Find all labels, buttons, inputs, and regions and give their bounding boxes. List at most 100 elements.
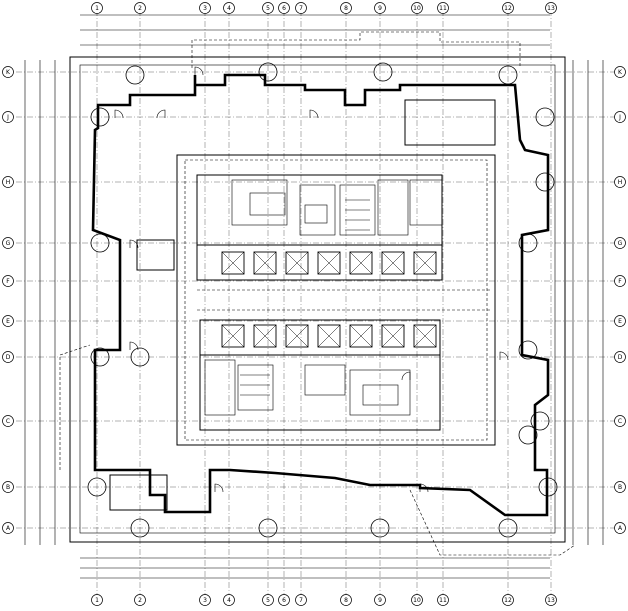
row-axis-bubble: G xyxy=(614,237,626,249)
row-axis-bubble: E xyxy=(614,315,626,327)
row-axis-label: E xyxy=(6,318,10,325)
door-swing xyxy=(419,483,429,493)
column-axis-label: 12 xyxy=(504,5,512,12)
door-swing xyxy=(309,109,319,119)
column-circle xyxy=(258,518,278,538)
column-axis-bubble: 7 xyxy=(295,2,307,14)
column-axis-label: 11 xyxy=(439,597,447,604)
column-circle xyxy=(535,107,555,127)
column-axis-bubble: 7 xyxy=(295,594,307,606)
row-axis-bubble: G xyxy=(2,237,14,249)
column-axis-label: 9 xyxy=(378,597,382,604)
column-circle xyxy=(258,62,278,82)
elevator-car xyxy=(285,251,309,275)
elevator-car xyxy=(317,251,341,275)
row-axis-label: A xyxy=(6,525,11,532)
row-axis-bubble: F xyxy=(614,275,626,287)
column-axis-bubble: 3 xyxy=(199,594,211,606)
row-axis-bubble: H xyxy=(614,176,626,188)
row-axis-label: D xyxy=(618,354,623,361)
core-outline xyxy=(176,154,496,446)
dashed-setback-line-right xyxy=(409,489,576,556)
elevator-car xyxy=(221,251,245,275)
row-axis-label: F xyxy=(6,278,10,285)
elevator-car xyxy=(381,324,405,348)
column-circle xyxy=(538,477,558,497)
row-axis-bubble: E xyxy=(2,315,14,327)
elevator-car xyxy=(221,324,245,348)
room-left-lower xyxy=(109,474,168,511)
row-axis-bubble: D xyxy=(2,351,14,363)
column-axis-bubble: 9 xyxy=(374,2,386,14)
door-swing xyxy=(114,109,124,119)
core-outline-dashed xyxy=(184,159,488,441)
row-axis-bubble: K xyxy=(614,66,626,78)
row-axis-label: J xyxy=(6,114,9,121)
column-circle xyxy=(498,65,518,85)
column-axis-label: 6 xyxy=(282,5,286,12)
column-axis-label: 8 xyxy=(344,597,348,604)
column-axis-bubble: 6 xyxy=(278,2,290,14)
row-axis-bubble: K xyxy=(2,66,14,78)
column-axis-label: 10 xyxy=(413,5,421,12)
row-axis-label: B xyxy=(618,484,622,491)
upper-core-block xyxy=(196,174,443,246)
row-axis-bubble: A xyxy=(614,522,626,534)
column-axis-label: 2 xyxy=(138,597,142,604)
lower-core-block xyxy=(199,354,441,431)
column-circle xyxy=(90,107,110,127)
column-axis-label: 13 xyxy=(547,5,555,12)
column-axis-bubble: 10 xyxy=(411,2,423,14)
column-axis-label: 4 xyxy=(227,5,231,12)
column-circle xyxy=(498,518,518,538)
row-axis-bubble: F xyxy=(2,275,14,287)
site-boundary-inner xyxy=(79,64,556,534)
column-axis-label: 2 xyxy=(138,5,142,12)
room-left-upper xyxy=(136,239,175,271)
column-axis-label: 5 xyxy=(266,5,270,12)
upper-elevator-row xyxy=(196,244,443,281)
column-axis-bubble: 5 xyxy=(262,594,274,606)
row-axis-label: D xyxy=(6,354,11,361)
door-swing xyxy=(499,351,509,361)
column-axis-label: 1 xyxy=(95,5,99,12)
column-axis-bubble: 12 xyxy=(502,594,514,606)
column-axis-bubble: 8 xyxy=(340,2,352,14)
column-axis-label: 7 xyxy=(299,597,303,604)
dimension-frame-bottom xyxy=(80,557,550,579)
door-swing xyxy=(129,341,139,351)
column-axis-bubble: 11 xyxy=(437,594,449,606)
column-axis-label: 3 xyxy=(203,5,207,12)
door-swing xyxy=(401,371,411,381)
elevator-car xyxy=(381,251,405,275)
elevator-car xyxy=(285,324,309,348)
door-swings xyxy=(114,66,509,493)
row-axis-bubble: D xyxy=(614,351,626,363)
column-circle xyxy=(518,425,538,445)
elevator-car xyxy=(349,324,373,348)
dashed-setback-line xyxy=(191,31,521,68)
column-circle xyxy=(130,347,150,367)
column-circle xyxy=(373,62,393,82)
column-axis-label: 7 xyxy=(299,5,303,12)
row-axis-label: J xyxy=(618,114,621,121)
site-boundary xyxy=(69,56,566,543)
elevator-car xyxy=(253,251,277,275)
column-axis-bubble: 4 xyxy=(223,594,235,606)
row-axis-bubble: C xyxy=(2,415,14,427)
row-axis-label: A xyxy=(618,525,623,532)
elevator-car xyxy=(413,324,437,348)
column-axis-bubble: 5 xyxy=(262,2,274,14)
column-axis-bubble: 6 xyxy=(278,594,290,606)
notes-box xyxy=(404,99,496,146)
row-axis-label: E xyxy=(618,318,622,325)
building-perimeter-wall xyxy=(91,73,550,517)
column-axis-label: 1 xyxy=(95,597,99,604)
door-swing xyxy=(214,483,224,493)
row-axis-label: G xyxy=(618,240,623,247)
row-axis-label: F xyxy=(618,278,622,285)
column-circle xyxy=(90,233,110,253)
row-axis-label: C xyxy=(618,418,622,425)
column-axis-label: 12 xyxy=(504,597,512,604)
